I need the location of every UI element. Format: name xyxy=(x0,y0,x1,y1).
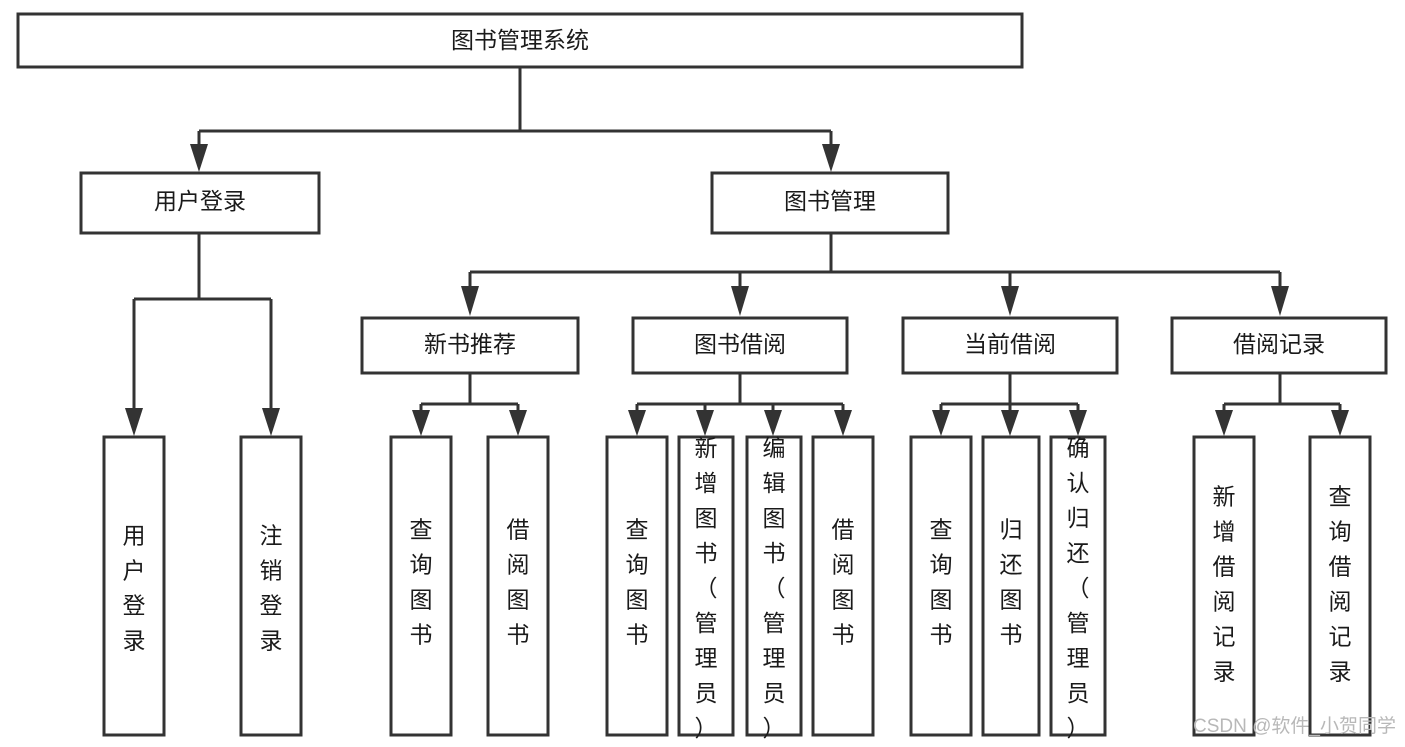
node-label-book-manage: 图书管理 xyxy=(784,188,876,214)
node-root-system[interactable]: 图书管理系统 xyxy=(16,12,1024,69)
leaf-label-borrow-edit-book: 编辑图书（管理员） xyxy=(763,435,786,741)
leaf-label-borrow-add-book: 新增图书（管理员） xyxy=(695,435,718,741)
node-label-book-borrow: 图书借阅 xyxy=(694,331,786,357)
arrow-head-recommend-leaf-2 xyxy=(509,410,527,436)
leaf-box-borrow-add-book[interactable] xyxy=(677,435,735,737)
arrow-head-record-leaf-2 xyxy=(1331,410,1349,436)
leaf-node-recommend-query-book[interactable]: 查询图书 xyxy=(389,435,453,737)
node-borrow-record[interactable]: 借阅记录 xyxy=(1170,316,1388,375)
leaf-label-current-confirm-return: 确认归还（管理员） xyxy=(1067,435,1090,741)
node-box-new-book-recommend[interactable] xyxy=(360,316,580,375)
leaf-node-borrow-edit-book[interactable]: 编辑图书（管理员） xyxy=(745,435,803,741)
arrow-head-current-borrow xyxy=(1001,286,1019,316)
arrow-head-current-leaf-1 xyxy=(932,410,950,436)
node-box-book-manage[interactable] xyxy=(710,171,950,235)
node-label-borrow-record: 借阅记录 xyxy=(1233,331,1325,357)
node-book-borrow[interactable]: 图书借阅 xyxy=(631,316,849,375)
leaf-box-current-query-book[interactable] xyxy=(909,435,973,737)
arrow-head-current-leaf-2 xyxy=(1001,410,1019,436)
leaf-box-borrow-edit-book[interactable] xyxy=(745,435,803,737)
arrow-head-recommend-leaf-1 xyxy=(412,410,430,436)
leaf-node-user-login-login[interactable]: 用户登录 xyxy=(102,435,166,737)
leaf-box-user-login-logout[interactable] xyxy=(239,435,303,737)
leaf-label-record-query-record: 查询借阅记录 xyxy=(1329,483,1352,684)
leaf-node-borrow-borrow-book[interactable]: 借阅图书 xyxy=(811,435,875,737)
leaf-box-current-confirm-return[interactable] xyxy=(1049,435,1107,737)
arrow-head-book-manage xyxy=(822,144,840,172)
leaf-label-record-add-record: 新增借阅记录 xyxy=(1213,483,1236,684)
arrow-head-borrow-leaf-3 xyxy=(764,410,782,436)
leaf-label-recommend-query-book: 查询图书 xyxy=(410,516,433,647)
leaf-box-record-add-record[interactable] xyxy=(1192,435,1256,737)
leaf-node-recommend-borrow-book[interactable]: 借阅图书 xyxy=(486,435,550,737)
node-label-root: 图书管理系统 xyxy=(451,27,589,53)
leaf-node-current-confirm-return[interactable]: 确认归还（管理员） xyxy=(1049,435,1107,741)
node-box-current-borrow[interactable] xyxy=(901,316,1119,375)
leaf-label-recommend-borrow-book: 借阅图书 xyxy=(507,516,530,647)
arrow-head-leaf-logout xyxy=(262,408,280,436)
arrow-head-borrow-leaf-1 xyxy=(628,410,646,436)
connector-layer xyxy=(125,67,1349,436)
node-book-manage[interactable]: 图书管理 xyxy=(710,171,950,235)
leaf-node-record-query-record[interactable]: 查询借阅记录 xyxy=(1308,435,1372,737)
leaf-node-record-add-record[interactable]: 新增借阅记录 xyxy=(1192,435,1256,737)
leaf-box-user-login-login[interactable] xyxy=(102,435,166,737)
node-label-user-login: 用户登录 xyxy=(154,188,246,214)
arrow-head-new-book-recommend xyxy=(461,286,479,316)
leaf-box-recommend-query-book[interactable] xyxy=(389,435,453,737)
arrow-head-borrow-record xyxy=(1271,286,1289,316)
arrow-head-record-leaf-1 xyxy=(1215,410,1233,436)
arrow-head-borrow-leaf-2 xyxy=(696,410,714,436)
arrow-head-borrow-leaf-4 xyxy=(834,410,852,436)
node-box-borrow-record[interactable] xyxy=(1170,316,1388,375)
leaf-node-current-return-book[interactable]: 归还图书 xyxy=(981,435,1041,737)
leaf-box-current-return-book[interactable] xyxy=(981,435,1041,737)
leaf-label-current-return-book: 归还图书 xyxy=(1000,516,1023,647)
node-box-root[interactable] xyxy=(16,12,1024,69)
leaf-label-borrow-borrow-book: 借阅图书 xyxy=(832,516,855,647)
node-label-new-book-recommend: 新书推荐 xyxy=(424,331,516,357)
leaf-box-recommend-borrow-book[interactable] xyxy=(486,435,550,737)
leaf-node-borrow-add-book[interactable]: 新增图书（管理员） xyxy=(677,435,735,741)
leaf-node-current-query-book[interactable]: 查询图书 xyxy=(909,435,973,737)
leaf-box-borrow-query-book[interactable] xyxy=(605,435,669,737)
leaf-node-user-login-logout[interactable]: 注销登录 xyxy=(239,435,303,737)
leaf-box-borrow-borrow-book[interactable] xyxy=(811,435,875,737)
leaf-box-record-query-record[interactable] xyxy=(1308,435,1372,737)
node-new-book-recommend[interactable]: 新书推荐 xyxy=(360,316,580,375)
node-current-borrow[interactable]: 当前借阅 xyxy=(901,316,1119,375)
node-label-current-borrow: 当前借阅 xyxy=(964,331,1056,357)
leaf-node-borrow-query-book[interactable]: 查询图书 xyxy=(605,435,669,737)
node-user-login[interactable]: 用户登录 xyxy=(79,171,321,235)
arrow-head-user-login xyxy=(190,144,208,172)
leaf-label-user-login-logout: 注销登录 xyxy=(260,522,283,653)
leaf-label-current-query-book: 查询图书 xyxy=(930,516,953,647)
leaf-label-borrow-query-book: 查询图书 xyxy=(626,516,649,647)
arrow-head-book-borrow xyxy=(731,286,749,316)
csdn-watermark: CSDN @软件_小贺同学 xyxy=(1193,715,1396,737)
node-box-book-borrow[interactable] xyxy=(631,316,849,375)
node-box-user-login[interactable] xyxy=(79,171,321,235)
arrow-head-current-leaf-3 xyxy=(1069,410,1087,436)
arrow-head-leaf-user-login xyxy=(125,408,143,436)
leaf-label-user-login-login: 用户登录 xyxy=(123,522,146,653)
